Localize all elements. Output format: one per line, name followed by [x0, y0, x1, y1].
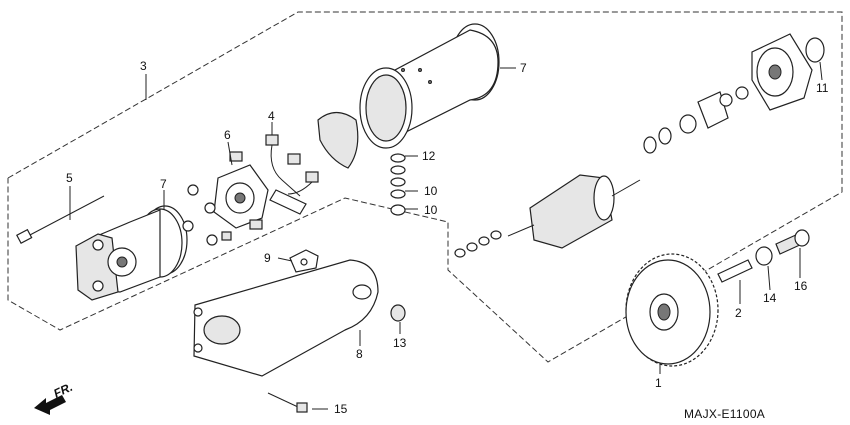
callout-15: 15 — [334, 402, 348, 416]
callout-2: 2 — [735, 306, 742, 320]
starter-cover — [193, 259, 379, 377]
gear-shaft — [717, 259, 753, 283]
callout-16: 16 — [794, 279, 808, 293]
armature — [454, 174, 641, 258]
rear-washers — [643, 86, 749, 154]
leader-lines — [69, 61, 823, 410]
callout-13: 13 — [393, 336, 407, 350]
callout-3: 3 — [140, 59, 147, 73]
callout-8: 8 — [356, 347, 363, 361]
yoke-housing — [359, 23, 500, 149]
reduction-gear — [625, 253, 719, 367]
brush-set — [265, 134, 319, 215]
direction-label: FR. — [51, 380, 74, 401]
callout-7-upper: 7 — [520, 61, 527, 75]
front-end-cover — [75, 205, 188, 301]
callout-1: 1 — [655, 376, 662, 390]
insulator-cap — [317, 111, 359, 169]
callout-11-visible: 11 — [816, 81, 829, 95]
assembly-outline — [7, 11, 843, 363]
callout-6: 6 — [224, 128, 231, 142]
thrust-washer — [755, 246, 773, 266]
callout-12: 12 — [422, 149, 436, 163]
terminal-bracket — [289, 249, 319, 273]
callout-4: 4 — [268, 109, 275, 123]
callout-5: 5 — [66, 171, 73, 185]
callout-10-lower: 10 — [424, 203, 438, 217]
through-bolt — [16, 195, 105, 245]
flange-bolt — [267, 392, 308, 413]
callout-10-upper: 10 — [424, 184, 438, 198]
diagram-code: MAJX-E1100A — [684, 407, 765, 421]
callout-14: 14 — [763, 291, 777, 305]
rear-end-cover — [751, 33, 825, 111]
shaft-bolt — [775, 229, 810, 255]
callout-7-lower: 7 — [160, 177, 167, 191]
brush-holder — [182, 151, 269, 246]
flange-nut — [390, 304, 406, 322]
front-direction-arrow: FR. — [34, 380, 75, 415]
callout-9: 9 — [264, 251, 271, 265]
nut-washer-stack — [390, 153, 406, 216]
